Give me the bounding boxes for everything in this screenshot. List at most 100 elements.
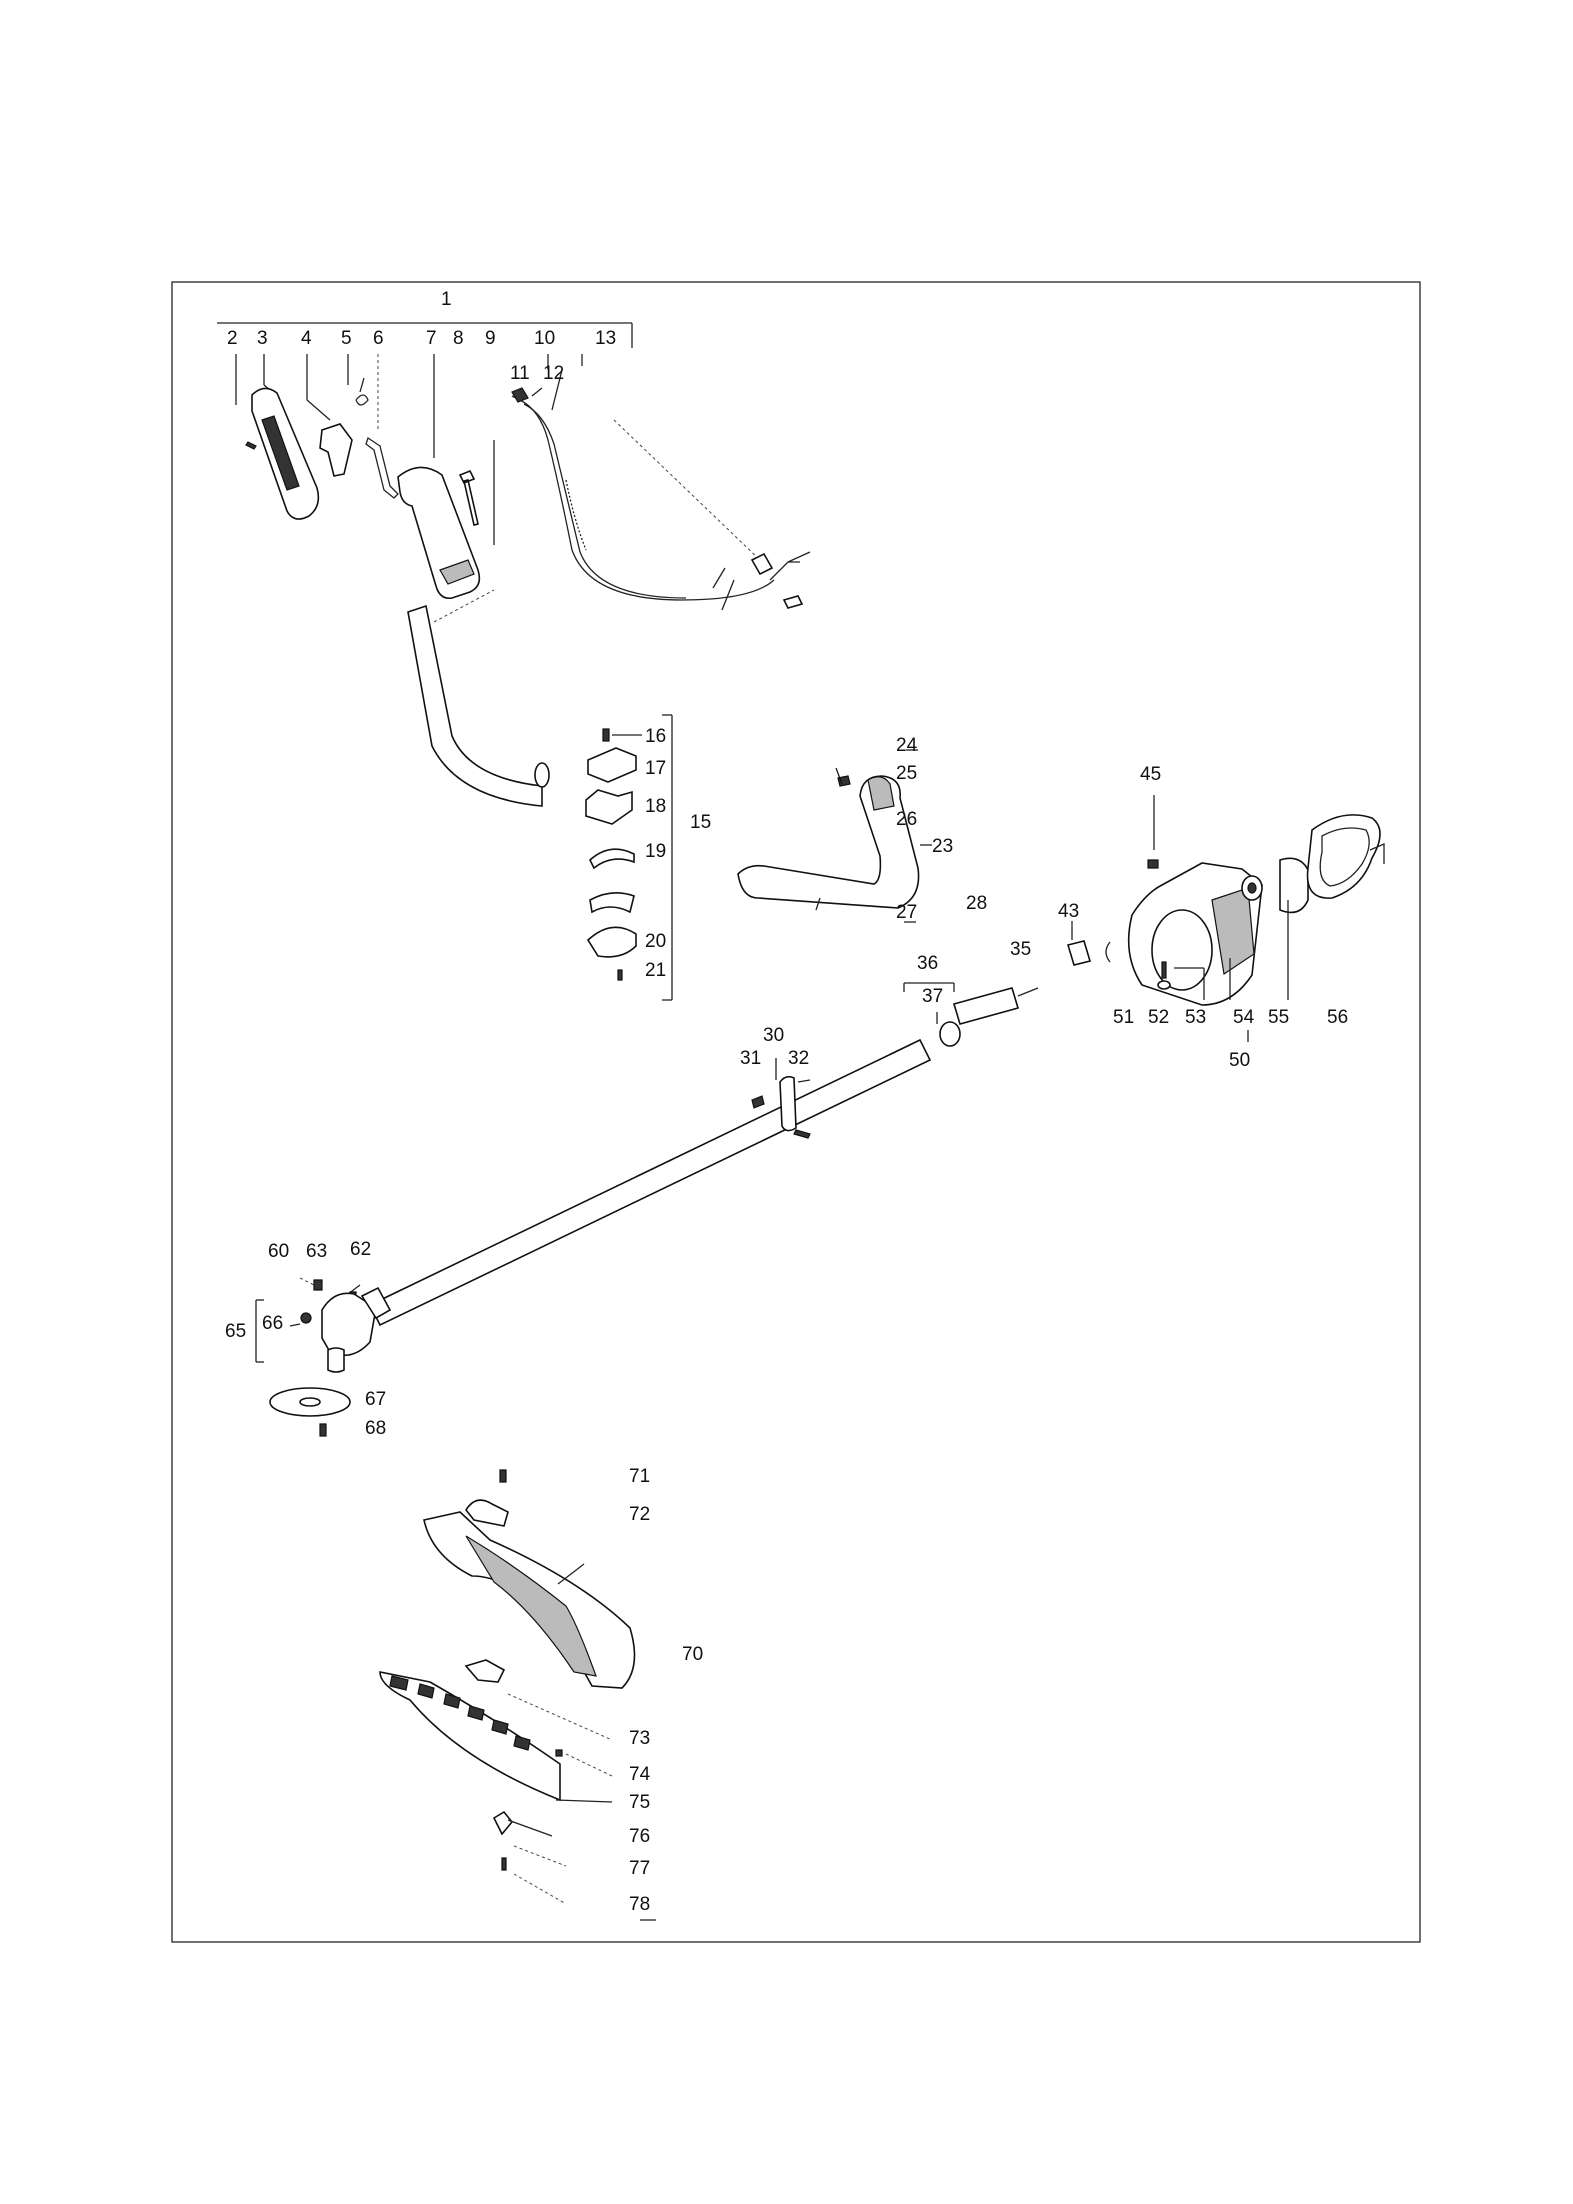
label-part-25: 25 xyxy=(896,763,917,784)
loop-handle xyxy=(737,749,932,923)
drive-shaft xyxy=(368,921,1092,1327)
spring-icon xyxy=(355,377,369,406)
gear-head-assembly xyxy=(255,1277,392,1437)
label-part-8: 8 xyxy=(453,328,464,349)
washer-icon xyxy=(300,1312,312,1324)
label-part-17: 17 xyxy=(645,758,666,779)
label-part-56: 56 xyxy=(1327,1007,1348,1028)
label-part-13: 13 xyxy=(595,328,616,349)
label-part-77: 77 xyxy=(629,1858,650,1879)
label-part-78: 78 xyxy=(629,1894,650,1915)
label-part-70: 70 xyxy=(682,1644,703,1665)
screw-icon xyxy=(1161,961,1167,979)
label-part-32: 32 xyxy=(788,1048,809,1069)
diagram-border xyxy=(171,281,1421,1943)
label-part-23: 23 xyxy=(932,836,953,857)
label-part-53: 53 xyxy=(1185,1007,1206,1028)
nut-icon xyxy=(751,1095,765,1109)
label-part-7: 7 xyxy=(426,328,437,349)
label-part-52: 52 xyxy=(1148,1007,1169,1028)
label-part-19: 19 xyxy=(645,841,666,862)
collar-icon xyxy=(1066,940,1092,966)
label-part-16: 16 xyxy=(645,726,666,747)
clamp-lower xyxy=(586,926,637,958)
label-part-65: 65 xyxy=(225,1321,246,1342)
cable-end-icon xyxy=(750,552,774,576)
handle-tube xyxy=(407,604,543,807)
shaft-bushing xyxy=(939,1021,961,1047)
label-part-60: 60 xyxy=(268,1241,289,1262)
output-spindle xyxy=(327,1347,345,1373)
guard-assembly xyxy=(379,1469,656,1921)
label-part-9: 9 xyxy=(485,328,496,349)
label-part-10: 10 xyxy=(534,328,555,349)
connector-icon xyxy=(511,387,529,403)
screw-icon xyxy=(793,1129,811,1139)
label-part-4: 4 xyxy=(301,328,312,349)
label-part-76: 76 xyxy=(629,1826,650,1847)
main-shaft-tube xyxy=(368,1038,932,1327)
screw-icon xyxy=(617,969,623,981)
screw-icon xyxy=(499,1469,507,1483)
line-cutter-blade xyxy=(492,1810,514,1836)
label-part-74: 74 xyxy=(629,1764,651,1785)
shaft-bearing-housing xyxy=(952,987,1020,1025)
screw-icon xyxy=(458,469,479,526)
screw-icon xyxy=(602,728,610,742)
clamp-upper xyxy=(585,789,633,825)
throttle-rod xyxy=(365,436,399,499)
label-part-31: 31 xyxy=(740,1048,761,1069)
label-part-2: 2 xyxy=(227,328,238,349)
screw-icon xyxy=(319,1423,327,1437)
label-part-21: 21 xyxy=(645,960,666,981)
harness-clamp xyxy=(779,1075,797,1132)
label-part-75: 75 xyxy=(629,1792,650,1813)
screw-icon xyxy=(555,1749,563,1757)
label-part-45: 45 xyxy=(1140,764,1161,785)
label-part-5: 5 xyxy=(341,328,352,349)
engine-coupling xyxy=(1105,795,1385,1042)
label-part-3: 3 xyxy=(257,328,268,349)
part-number-labels: 1 2 3 4 5 6 7 8 9 10 11 12 13 15 16 17 1… xyxy=(225,289,1348,1915)
label-part-35: 35 xyxy=(1010,939,1031,960)
handle-assembly xyxy=(217,322,811,807)
label-part-30: 30 xyxy=(763,1025,784,1046)
label-part-43: 43 xyxy=(1058,901,1079,922)
label-part-20: 20 xyxy=(645,931,666,952)
throttle-cable xyxy=(519,399,775,601)
grip-texture xyxy=(261,415,300,491)
screw-icon xyxy=(313,1279,323,1291)
label-part-55: 55 xyxy=(1268,1007,1289,1028)
label-part-37: 37 xyxy=(922,986,943,1007)
clamp-assembly xyxy=(585,714,673,1001)
label-part-71: 71 xyxy=(629,1466,650,1487)
clamp-liner-lower xyxy=(589,892,635,914)
throttle-trigger xyxy=(319,423,353,477)
label-part-26: 26 xyxy=(896,809,917,830)
screw-icon xyxy=(1147,859,1159,869)
label-part-6: 6 xyxy=(373,328,384,349)
label-part-11: 11 xyxy=(510,363,530,384)
clamp-cap xyxy=(587,747,637,783)
circlip-icon xyxy=(1105,941,1111,963)
label-part-62: 62 xyxy=(350,1239,371,1260)
screw-icon xyxy=(501,1857,507,1871)
label-part-66: 66 xyxy=(262,1313,283,1334)
label-part-67: 67 xyxy=(365,1389,386,1410)
label-part-1: 1 xyxy=(441,289,452,310)
label-part-15: 15 xyxy=(690,812,711,833)
label-part-28: 28 xyxy=(966,893,987,914)
guard-clamp xyxy=(465,1499,509,1527)
label-part-54: 54 xyxy=(1233,1007,1255,1028)
label-part-18: 18 xyxy=(645,796,666,817)
label-part-36: 36 xyxy=(917,953,938,974)
label-part-12: 12 xyxy=(543,363,564,384)
label-part-51: 51 xyxy=(1113,1007,1134,1028)
label-part-50: 50 xyxy=(1229,1050,1250,1071)
gear-collar xyxy=(360,1286,392,1320)
guard-ribs xyxy=(389,1675,531,1751)
label-part-68: 68 xyxy=(365,1418,386,1439)
clutch-drum xyxy=(1279,857,1309,914)
label-part-24: 24 xyxy=(896,735,918,756)
